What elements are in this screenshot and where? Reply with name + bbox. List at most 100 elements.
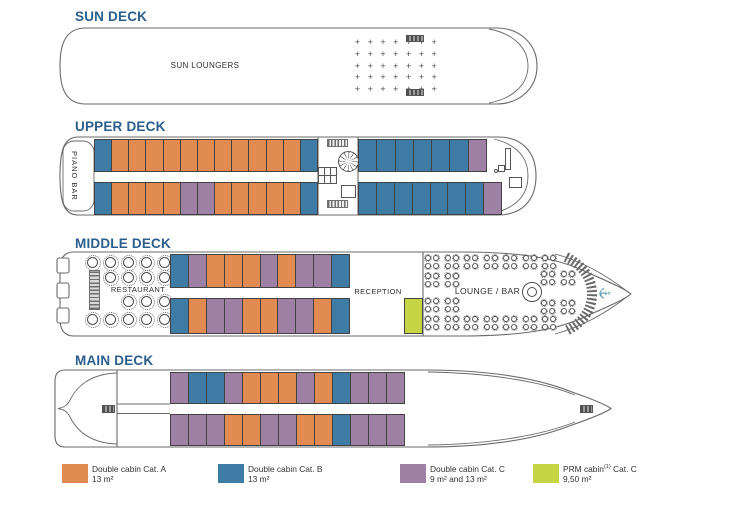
cabin-C <box>206 414 224 445</box>
cabin-A <box>314 414 332 445</box>
lounger-mark <box>402 72 415 84</box>
cabin-B <box>447 183 466 214</box>
restaurant-table <box>102 269 119 286</box>
restaurant-table <box>120 311 137 328</box>
restaurant-table <box>84 311 101 328</box>
reception-label: RECEPTION <box>354 287 402 296</box>
lounge-table-cluster <box>540 299 557 316</box>
cabin-B <box>429 183 448 214</box>
lounger-mark <box>428 84 441 96</box>
fender <box>56 307 70 324</box>
legend-swatch-cat-a <box>62 464 88 483</box>
cabin-C <box>313 255 332 287</box>
cabin-C <box>259 255 278 287</box>
lounger-mark <box>389 37 402 49</box>
cabin-A <box>265 140 283 171</box>
cabin-B <box>411 183 430 214</box>
cabin-C <box>368 373 386 403</box>
cabin-A <box>162 183 180 214</box>
cabin-C <box>467 140 486 171</box>
cabin-B <box>299 183 318 214</box>
lounger-mark <box>402 49 415 61</box>
lounger-mark <box>377 61 390 73</box>
restaurant-table <box>156 293 173 310</box>
cabin-B <box>394 140 413 171</box>
piano-bar-label: PIANO BAR <box>70 151 79 201</box>
lounge-table-cluster <box>559 299 576 316</box>
lounge-table-cluster <box>482 315 499 332</box>
cabin-A <box>128 183 146 214</box>
cabin-B <box>431 140 450 171</box>
lounger-mark <box>364 72 377 84</box>
lounger-mark <box>428 37 441 49</box>
lounger-mark <box>389 84 402 96</box>
lounger-mark <box>428 49 441 61</box>
legend-label: Double cabin Cat. C <box>430 464 505 474</box>
cabin-P <box>404 298 423 334</box>
cabin-B <box>95 183 112 214</box>
deck-title-upper: UPPER DECK <box>75 119 166 134</box>
cabin-A <box>231 140 249 171</box>
lounger-mark <box>402 61 415 73</box>
cabin-B <box>375 183 394 214</box>
cabin-C <box>171 373 188 403</box>
cabin-A <box>241 299 260 333</box>
restaurant-table <box>138 311 155 328</box>
cabin-C <box>386 414 404 445</box>
buffet-table <box>89 270 100 310</box>
sun-deck-stairs-hatch <box>406 35 424 42</box>
restaurant-table <box>84 254 101 271</box>
restaurant-table <box>120 269 137 286</box>
cabin-A <box>242 373 260 403</box>
cabin-B <box>412 140 432 171</box>
cabin-A <box>162 140 180 171</box>
lounge-table-cluster <box>541 254 558 271</box>
cabin-B <box>376 140 395 171</box>
cabin-C <box>277 299 296 333</box>
lounger-mark <box>428 61 441 73</box>
deck-title-main: MAIN DECK <box>75 353 154 368</box>
restaurant-table <box>138 269 155 286</box>
cabin-B <box>331 255 350 287</box>
lounger-mark <box>351 61 364 73</box>
lounger-mark <box>428 72 441 84</box>
cabin-A <box>248 183 266 214</box>
restaurant-table <box>156 254 173 271</box>
main-deck-hull <box>54 369 612 448</box>
cabin-A <box>260 373 278 403</box>
cabin-A <box>179 140 197 171</box>
cabin-A <box>187 299 206 333</box>
lounger-mark <box>364 84 377 96</box>
sun-loungers-label: SUN LOUNGERS <box>170 61 240 70</box>
restaurant-table-row <box>102 269 177 286</box>
sun-deck-hull <box>59 27 538 105</box>
legend-item-cat-c: Double cabin Cat. C 9 m² and 13 m² <box>400 464 505 485</box>
spiral-staircase <box>338 151 359 172</box>
cabin-A <box>265 183 283 214</box>
cabin-A <box>196 140 215 171</box>
bar-counter <box>522 282 542 302</box>
cabin-C <box>483 183 501 214</box>
lounger-mark <box>389 49 402 61</box>
gangway-hatch <box>102 404 115 413</box>
legend-label: Double cabin Cat. B <box>248 464 323 474</box>
cabin-C <box>350 414 368 445</box>
stair-landing <box>341 185 356 198</box>
legend-size: 13 m² <box>248 474 270 485</box>
cabin-B <box>171 255 188 287</box>
cabin-B <box>393 183 412 214</box>
cabin-C <box>368 414 386 445</box>
lounge-table-cluster <box>521 315 538 332</box>
cabin-C <box>295 299 314 333</box>
cabin-A <box>205 255 224 287</box>
lounger-mark <box>364 49 377 61</box>
cabin-A <box>223 255 242 287</box>
cabin-row-main-top <box>170 372 405 404</box>
lounger-mark <box>377 84 390 96</box>
cabin-C <box>295 255 314 287</box>
lounge-table-cluster <box>443 254 460 271</box>
cabin-C <box>350 373 368 403</box>
cabin-C <box>171 414 188 445</box>
